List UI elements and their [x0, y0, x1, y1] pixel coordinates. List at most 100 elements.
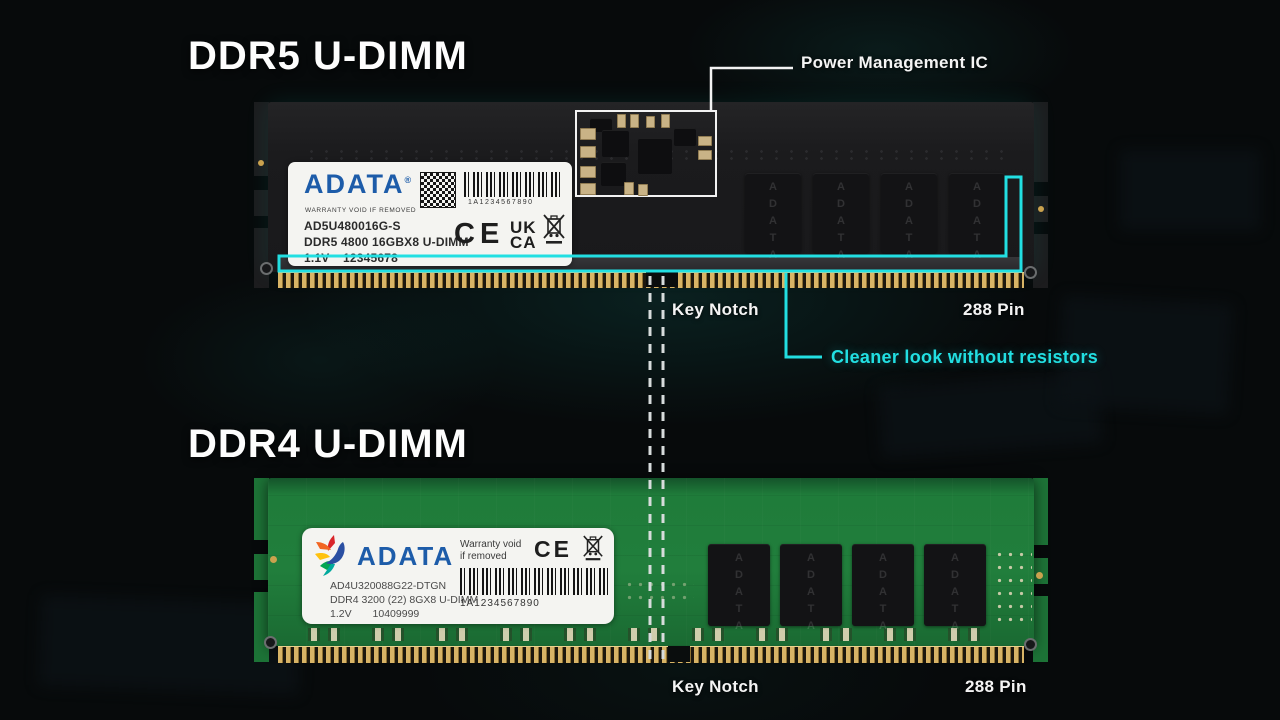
pmic-chip [602, 130, 629, 157]
barcode [460, 568, 610, 595]
ddr4-gold-pins [278, 646, 1024, 663]
ddr5-module: ADATA® WARRANTY VOID IF REMOVED AD5U4800… [254, 102, 1048, 288]
ukca-line2: CA [510, 233, 537, 253]
ddr5-key-notch-label: Key Notch [672, 300, 759, 319]
chip-brand-text: ADATA [903, 181, 915, 266]
adata-bird-icon [315, 535, 345, 576]
ddr4-gold-pad [1036, 572, 1043, 579]
ddr5-edge-tab [1033, 234, 1048, 288]
barcode-number: 1A1234567890 [468, 199, 534, 206]
ddr4-edge-tab [1033, 596, 1048, 662]
weee-bin-icon [543, 214, 565, 244]
pmic-resistor [580, 183, 596, 195]
ddr5-spec-line: DDR5 4800 16GBX8 U-DIMM [304, 235, 469, 249]
ddr4-edge-tab [1033, 558, 1048, 584]
ddr5-edge-tab [1033, 102, 1048, 182]
ddr4-label: ADATA Warranty void if removed CE AD4U32… [302, 528, 614, 624]
ddr5-edge-tab [254, 102, 269, 176]
ddr4-voltage: 1.2V [330, 608, 352, 620]
ddr4-module: ADATA Warranty void if removed CE AD4U32… [254, 478, 1048, 664]
pmic-chip [638, 138, 672, 174]
registered-mark: ® [404, 175, 412, 185]
ddr4-model-number: AD4U320088G22-DTGN [330, 580, 447, 592]
pmic-resistor [630, 114, 639, 128]
ddr4-warranty-line2: if removed [460, 551, 507, 562]
ddr5-brand-logo: ADATA® [304, 169, 411, 200]
ddr5-gold-pad [1038, 206, 1044, 212]
ddr4-memory-chip: ADATA [780, 544, 842, 637]
ce-mark: CE [454, 218, 505, 250]
chip-brand-text: ADATA [733, 552, 745, 637]
ddr5-mount-hole [1024, 266, 1037, 279]
ddr5-pin-count-label: 288 Pin [963, 300, 1025, 319]
ddr5-voltage: 1.1V [304, 251, 330, 265]
ddr4-key-notch-label: Key Notch [672, 677, 759, 696]
pmic-resistor [698, 150, 712, 160]
ddr5-edge-tab [254, 228, 269, 288]
ddr5-memory-chip: ADATA [881, 173, 937, 266]
ddr4-edge-tab [254, 592, 269, 662]
ukca-mark: UK CA [510, 219, 537, 253]
cleaner-look-label: Cleaner look without resistors [831, 347, 1099, 367]
ddr4-voltage-serial: 1.2V 10409999 [330, 608, 419, 620]
pmic-resistor [617, 114, 626, 128]
ddr4-mount-hole [1024, 638, 1037, 651]
chip-brand-text: ADATA [949, 552, 961, 637]
pmic-highlight-box [575, 110, 717, 197]
ddr4-edge-tab [1033, 478, 1048, 545]
ddr5-warranty-text: WARRANTY VOID IF REMOVED [305, 207, 417, 214]
ddr4-warranty-line1: Warranty void [460, 539, 522, 550]
pmic-resistor [638, 184, 648, 196]
ddr5-key-notch-gap [646, 272, 678, 287]
ddr5-mount-hole [260, 262, 273, 275]
ddr5-memory-chip: ADATA [813, 173, 869, 266]
ddr4-pin-count-label: 288 Pin [965, 677, 1027, 696]
ddr5-serial: 12345678 [343, 251, 399, 265]
pmic-resistor [580, 166, 596, 178]
pmic-chip [601, 162, 626, 186]
pmic-resistor [580, 128, 596, 140]
chip-brand-text: ADATA [877, 552, 889, 637]
ddr4-brand-logo: ADATA [357, 541, 455, 571]
brand-text: ADATA [304, 169, 405, 199]
ddr4-gold-pad [270, 556, 277, 563]
ddr5-gold-pad [258, 160, 264, 166]
ddr4-spec-line: DDR4 3200 (22) 8GX8 U-DIMM [330, 594, 479, 606]
ddr5-title: DDR5 U-DIMM [188, 34, 468, 78]
ddr4-mount-hole [264, 636, 277, 649]
ddr5-label: ADATA® WARRANTY VOID IF REMOVED AD5U4800… [288, 162, 572, 266]
ddr4-edge-tab [254, 478, 269, 540]
pmic-resistor [698, 136, 712, 146]
chip-brand-text: ADATA [835, 181, 847, 266]
ddr4-component-cluster [624, 578, 694, 608]
ddr4-key-notch-gap [668, 646, 690, 662]
pmic-resistor [624, 182, 634, 195]
pmic-resistor [580, 146, 596, 158]
ddr4-title: DDR4 U-DIMM [188, 422, 468, 466]
ddr4-component-cluster [994, 548, 1032, 624]
ddr4-memory-chip: ADATA [852, 544, 914, 637]
weee-bin-icon [583, 535, 603, 561]
pmic-resistor [661, 114, 670, 128]
pmic-resistor [646, 116, 655, 128]
ddr5-edge-tab [254, 190, 269, 216]
chip-brand-text: ADATA [805, 552, 817, 637]
barcode [464, 172, 560, 197]
ddr4-memory-chip: ADATA [708, 544, 770, 637]
ddr4-edge-tab [254, 554, 269, 580]
ddr5-model-number: AD5U480016G-S [304, 219, 401, 233]
barcode-number: 1A1234567890 [460, 598, 540, 609]
qr-code [420, 172, 456, 208]
ddr4-memory-chip: ADATA [924, 544, 986, 637]
ddr5-memory-chip: ADATA [745, 173, 801, 266]
background-circuit-shape [1120, 150, 1260, 230]
ddr5-voltage-serial: 1.1V 12345678 [304, 251, 398, 265]
ddr5-memory-chip: ADATA [949, 173, 1005, 266]
pmic-chip [674, 128, 696, 146]
ddr4-resistor-row [290, 628, 990, 641]
pmic-callout-label: Power Management IC [801, 53, 989, 72]
chip-brand-text: ADATA [971, 181, 983, 266]
chip-brand-text: ADATA [767, 181, 779, 266]
ce-mark: CE [534, 536, 572, 562]
